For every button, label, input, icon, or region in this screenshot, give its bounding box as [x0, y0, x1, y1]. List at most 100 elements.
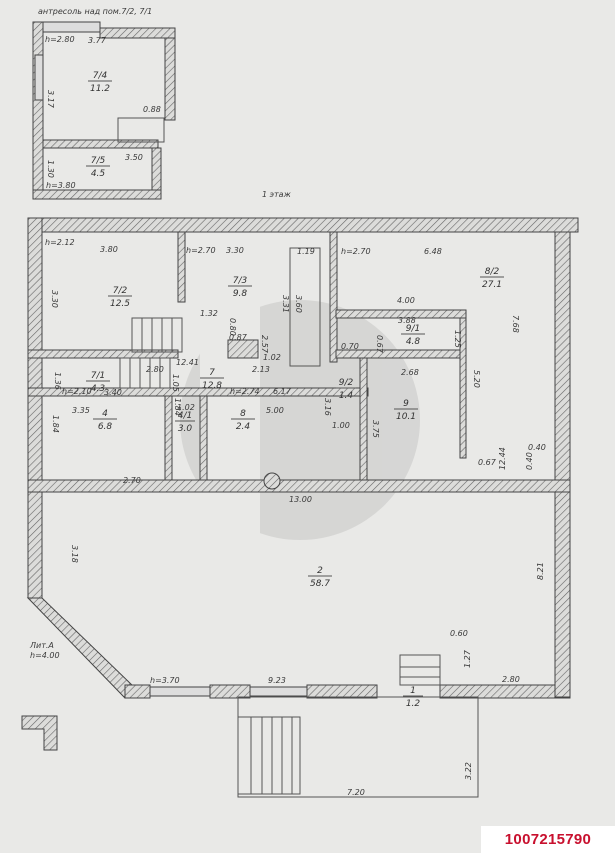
svg-text:6.8: 6.8	[98, 422, 113, 432]
svg-text:2.13: 2.13	[252, 365, 270, 374]
svg-text:11.2: 11.2	[90, 84, 110, 94]
svg-text:1.30: 1.30	[46, 160, 55, 178]
svg-text:4/1: 4/1	[178, 411, 192, 421]
room-8-2: 8/2 27.1	[480, 267, 504, 290]
svg-text:58.7: 58.7	[310, 579, 330, 589]
room-7-3: 7/39.8	[228, 276, 252, 299]
svg-text:9/1: 9/1	[406, 324, 420, 334]
svg-text:3.80: 3.80	[100, 245, 118, 254]
svg-text:1.02: 1.02	[263, 353, 281, 362]
svg-text:0.87: 0.87	[229, 333, 248, 342]
svg-text:0.80: 0.80	[228, 318, 237, 336]
room-7: 712.8	[200, 368, 224, 391]
svg-text:0.40: 0.40	[525, 452, 534, 470]
svg-text:3.0: 3.0	[178, 424, 193, 434]
svg-text:2.80: 2.80	[502, 675, 520, 684]
svg-text:8: 8	[240, 409, 246, 419]
svg-text:13.00: 13.00	[289, 495, 312, 504]
svg-text:1.25: 1.25	[453, 330, 462, 348]
svg-text:3.35: 3.35	[72, 406, 90, 415]
svg-text:2.57: 2.57	[260, 335, 269, 354]
room-4: 46.8	[93, 409, 117, 432]
svg-text:1.02: 1.02	[177, 403, 195, 412]
staircase	[119, 317, 183, 389]
svg-text:2.68: 2.68	[401, 368, 419, 377]
svg-text:3.60: 3.60	[294, 295, 303, 313]
svg-text:0.60: 0.60	[450, 629, 468, 638]
svg-text:9/2: 9/2	[339, 378, 354, 388]
svg-text:0.67: 0.67	[375, 335, 384, 354]
svg-text:7/1: 7/1	[91, 371, 105, 381]
svg-text:9.8: 9.8	[233, 289, 248, 299]
room-8: 82.4	[231, 409, 255, 432]
svg-text:7/3: 7/3	[233, 276, 248, 286]
svg-text:0.88: 0.88	[143, 105, 161, 114]
svg-text:8.21: 8.21	[536, 562, 545, 580]
svg-text:10.1: 10.1	[396, 412, 416, 422]
svg-text:3.88: 3.88	[398, 316, 416, 325]
svg-text:3.30: 3.30	[226, 246, 244, 255]
svg-text:6.17: 6.17	[273, 387, 292, 396]
dimension-labels: 3.77 3.17 0.88 3.50 1.30 h=3.80 h=2.80 3…	[45, 35, 546, 797]
svg-text:1.84: 1.84	[173, 398, 182, 416]
svg-text:1.84: 1.84	[51, 415, 60, 433]
room-7-5: 7/54.5	[86, 156, 110, 179]
svg-text:7/4: 7/4	[93, 71, 108, 81]
room-7-4: 7/4 11.2	[88, 71, 112, 94]
svg-text:3.16: 3.16	[323, 398, 332, 416]
svg-text:7/2: 7/2	[113, 286, 128, 296]
svg-text:3.22: 3.22	[464, 762, 473, 780]
svg-text:3.31: 3.31	[281, 295, 290, 313]
svg-text:3.18: 3.18	[70, 545, 79, 563]
svg-text:h=2.10: h=2.10	[62, 387, 92, 396]
svg-text:h=2.74: h=2.74	[230, 387, 260, 396]
svg-text:1.00: 1.00	[332, 421, 350, 430]
svg-text:0.40: 0.40	[528, 443, 546, 452]
svg-text:0.67: 0.67	[478, 458, 497, 467]
svg-text:4: 4	[102, 409, 108, 419]
svg-text:3.17: 3.17	[46, 90, 55, 109]
svg-text:8/2: 8/2	[485, 267, 500, 277]
room-4-1: 4/13.0	[175, 411, 195, 434]
room-2: 258.7	[308, 566, 332, 589]
svg-text:6.48: 6.48	[424, 247, 442, 256]
svg-text:3.50: 3.50	[125, 153, 143, 162]
listing-id-badge: 1007215790	[481, 826, 615, 853]
room-labels: 7/411.2 7/54.5 7/212.5 7/39.8 7/14.3 712…	[86, 71, 504, 709]
svg-text:2: 2	[317, 566, 323, 576]
svg-text:h=3.80: h=3.80	[46, 181, 76, 190]
svg-text:1.32: 1.32	[200, 309, 218, 318]
main-floor-walls	[26, 217, 579, 699]
svg-text:9: 9	[403, 399, 409, 409]
room-1: 11.2	[403, 686, 423, 709]
room-9: 910.1	[394, 399, 418, 422]
svg-text:7.68: 7.68	[511, 315, 520, 333]
svg-text:1.27: 1.27	[463, 649, 472, 668]
room-7-2: 7/2 12.5	[108, 286, 132, 309]
svg-text:5.20: 5.20	[472, 370, 481, 388]
mezzanine-plan	[32, 21, 176, 200]
floor-title: 1 этаж	[262, 190, 292, 199]
svg-text:1.05: 1.05	[171, 374, 180, 392]
room-7-1: 7/14.3	[86, 371, 110, 394]
mezzanine-title: антресоль над пом.7/2, 7/1	[38, 7, 152, 16]
svg-text:2.80: 2.80	[146, 365, 164, 374]
room-9-2: 9/21.4	[336, 378, 356, 401]
building-height: h=4.00	[30, 651, 60, 660]
svg-text:12.5: 12.5	[110, 299, 130, 309]
svg-text:3.30: 3.30	[50, 290, 59, 308]
svg-text:h=2.70: h=2.70	[341, 247, 371, 256]
svg-text:0.70: 0.70	[341, 342, 359, 351]
svg-text:4.8: 4.8	[406, 337, 421, 347]
svg-text:3.40: 3.40	[104, 388, 122, 397]
svg-text:h=2.12: h=2.12	[45, 238, 75, 247]
svg-text:1: 1	[410, 686, 416, 696]
svg-text:12.41: 12.41	[176, 358, 199, 367]
svg-text:2.4: 2.4	[236, 422, 251, 432]
room-9-1: 9/14.8	[401, 324, 425, 347]
svg-text:1.2: 1.2	[406, 699, 421, 709]
svg-text:9.23: 9.23	[268, 676, 286, 685]
svg-text:h=2.70: h=2.70	[186, 246, 216, 255]
svg-text:27.1: 27.1	[482, 280, 502, 290]
svg-text:3.77: 3.77	[88, 36, 107, 45]
